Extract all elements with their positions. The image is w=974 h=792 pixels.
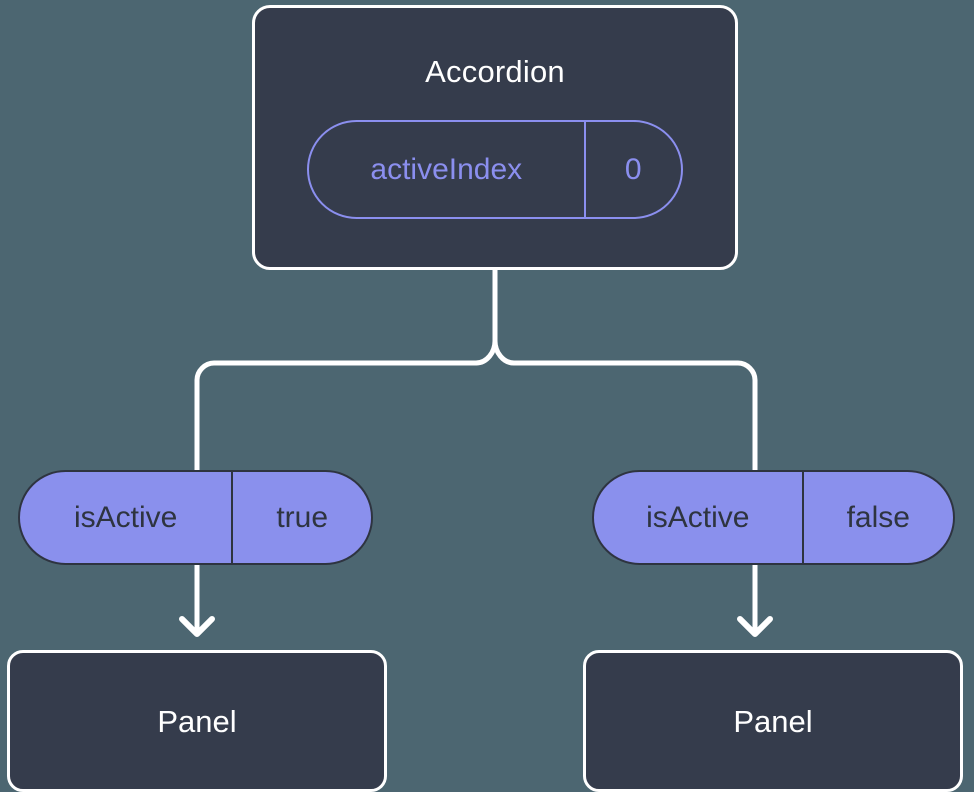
prop-pill-is-active-false[interactable]: isActive false [592,470,955,565]
state-pill-active-index[interactable]: activeIndex 0 [307,120,683,219]
connector-rail-right [511,360,758,473]
connector-fork-stem [473,267,498,366]
panel-node-title: Panel [733,703,813,739]
prop-pill-key: isActive [646,500,750,534]
prop-pill-value: false [801,472,953,563]
prop-pill-is-active-true[interactable]: isActive true [18,470,373,565]
prop-pill-value: true [231,472,371,563]
prop-pill-key: isActive [74,500,178,534]
state-pill-value: 0 [583,122,681,217]
accordion-node-title: Accordion [425,54,565,89]
connector-fork-stem-mirror [492,338,517,366]
state-pill-key: activeIndex [370,152,523,186]
panel-component-node-left[interactable]: Panel [7,650,387,792]
panel-node-title: Panel [157,703,237,739]
arrow-head-left-icon [179,616,215,637]
diagram-canvas: Accordion activeIndex 0 isActive true Pa… [7,5,963,792]
connector-rail-left [194,360,479,473]
panel-component-node-right[interactable]: Panel [583,650,963,792]
arrow-head-right-icon [737,616,773,637]
